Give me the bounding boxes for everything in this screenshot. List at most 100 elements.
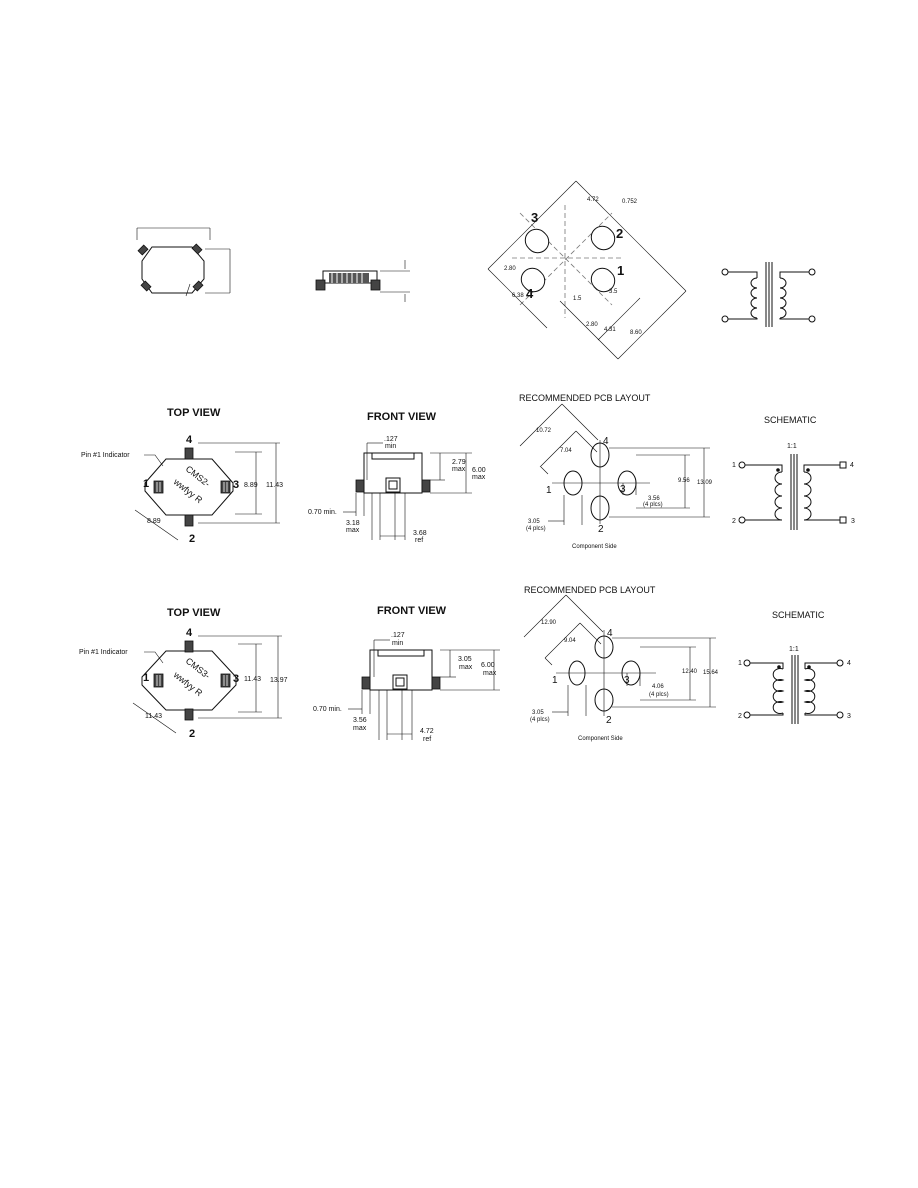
dim-305: 3.05 xyxy=(532,710,544,716)
dim-label: 2.80 xyxy=(504,266,516,272)
pin-3-label: 3 xyxy=(851,518,855,525)
dim-127: .127 xyxy=(391,632,405,639)
dim-diag: 11.43 xyxy=(145,713,162,720)
pin-4-label: 4 xyxy=(526,286,534,301)
row1-top-view xyxy=(136,227,231,297)
dim-inner: 8.89 xyxy=(244,482,258,489)
pin-4-label: 4 xyxy=(607,628,613,639)
dim-472-sub: ref xyxy=(423,736,431,743)
dim-406: 4.06 xyxy=(652,684,664,690)
schematic-title: SCHEMATIC xyxy=(772,610,825,620)
dim-1564: 15.64 xyxy=(703,670,719,676)
dim-diag: 8.89 xyxy=(147,518,161,525)
pin-2-label: 2 xyxy=(732,518,736,525)
pin-4-label: 4 xyxy=(847,660,851,667)
dim-outer: 11.43 xyxy=(266,482,283,489)
front-view-title: FRONT VIEW xyxy=(377,605,447,617)
dim-1072: 10.72 xyxy=(536,428,552,434)
pin-1-label: 1 xyxy=(738,660,742,667)
dim-368-sub: ref xyxy=(415,537,423,544)
row1-front-view xyxy=(315,260,410,302)
dim-600: 6.00 xyxy=(481,662,495,669)
dim-472: 4.72 xyxy=(420,728,434,735)
dim-label: 6.38 xyxy=(512,293,524,299)
pin-3-label: 3 xyxy=(620,484,626,495)
front-view-title: FRONT VIEW xyxy=(367,411,437,423)
top-view-title: TOP VIEW xyxy=(167,607,221,619)
dim-406-sub: (4 plcs) xyxy=(649,692,669,698)
dim-305-sub: (4 plcs) xyxy=(530,717,550,723)
dim-inner: 11.43 xyxy=(244,676,261,683)
dim-318-sub: max xyxy=(346,527,360,534)
pcb-title: RECOMMENDED PCB LAYOUT xyxy=(524,585,656,595)
pin-2-label: 2 xyxy=(598,524,604,535)
dim-356: 3.56 xyxy=(353,717,367,724)
dim-label: 4.72 xyxy=(587,197,599,203)
dim-356: 3.56 xyxy=(648,496,660,502)
pin-1-label: 1 xyxy=(552,675,558,686)
pin-4-label: 4 xyxy=(850,462,854,469)
row3-front-view: FRONT VIEW .127 min 3.05 max 6.00 max 0.… xyxy=(313,605,500,743)
pin-3-label: 3 xyxy=(847,713,851,720)
dim-356-sub: max xyxy=(353,725,367,732)
dim-127-sub: min xyxy=(392,640,403,647)
dim-070: 0.70 min. xyxy=(313,706,342,713)
dim-704: 7.04 xyxy=(560,448,572,454)
dim-label: 4.31 xyxy=(604,327,616,333)
pin-2-label: 2 xyxy=(616,226,623,241)
pin-3-label: 3 xyxy=(531,210,538,225)
dim-600-sub: max xyxy=(472,474,486,481)
dim-279: 2.79 xyxy=(452,459,466,466)
pcb-title: RECOMMENDED PCB LAYOUT xyxy=(519,393,651,403)
dim-318: 3.18 xyxy=(346,520,360,527)
dim-070: 0.70 min. xyxy=(308,509,337,516)
pin-3-label: 3 xyxy=(233,479,239,491)
row1-schematic xyxy=(721,262,816,327)
dim-600: 6.00 xyxy=(472,467,486,474)
dim-outer: 13.97 xyxy=(270,677,288,684)
dim-1309: 13.09 xyxy=(697,480,713,486)
pin-2-label: 2 xyxy=(738,713,742,720)
row3-top-view: TOP VIEW Pin #1 Indicator CMS3- wwfyy R … xyxy=(79,607,288,740)
pin-4-label: 4 xyxy=(603,436,609,447)
pin-1-label: 1 xyxy=(143,478,149,490)
dim-600-sub: max xyxy=(483,670,497,677)
dim-904: 9.04 xyxy=(564,638,576,644)
dim-368: 3.68 xyxy=(413,530,427,537)
dim-label: 1.5 xyxy=(573,296,582,302)
row3-pcb-layout: RECOMMENDED PCB LAYOUT 12.90 9.04 12.40 … xyxy=(523,585,719,742)
dim-956: 9.56 xyxy=(678,478,690,484)
row1-rotated-pcb: 3 2 4 1 4.72 0.752 2.80 6.38 1.5 3.5 2.8… xyxy=(487,180,687,360)
turns-ratio: 1:1 xyxy=(789,646,799,653)
dim-1240: 12.40 xyxy=(682,669,698,675)
pin-3-label: 3 xyxy=(624,675,630,686)
schematic-title: SCHEMATIC xyxy=(764,415,817,425)
dim-127-sub: min xyxy=(385,443,396,450)
dim-356-sub: (4 plcs) xyxy=(643,502,663,508)
dim-label: 0.752 xyxy=(622,199,638,205)
dim-305-sub: (4 plcs) xyxy=(526,526,546,532)
pin-2-label: 2 xyxy=(189,728,195,740)
turns-ratio: 1:1 xyxy=(787,443,797,450)
pin-3-label: 3 xyxy=(233,673,239,685)
row2-pcb-layout: RECOMMENDED PCB LAYOUT 10.72 7.04 9.56 1… xyxy=(519,393,713,550)
pin-2-label: 2 xyxy=(606,715,612,726)
dim-127: .127 xyxy=(384,436,398,443)
pin-4-label: 4 xyxy=(186,434,193,446)
dim-305: 3.05 xyxy=(458,656,472,663)
pin-indicator-label: Pin #1 Indicator xyxy=(81,452,130,459)
component-side-label: Component Side xyxy=(572,544,617,550)
pin-1-label: 1 xyxy=(546,485,552,496)
pin-1-label: 1 xyxy=(143,672,149,684)
dim-label: 3.5 xyxy=(609,289,618,295)
row2-top-view: TOP VIEW Pin #1 Indicator CMS2- wwfyy R … xyxy=(81,407,283,545)
pin-indicator-label: Pin #1 Indicator xyxy=(79,649,128,656)
row3-schematic: SCHEMATIC 1:1 1 2 4 3 xyxy=(738,610,851,724)
pin-4-label: 4 xyxy=(186,627,193,639)
component-side-label: Component Side xyxy=(578,736,623,742)
dim-1290: 12.90 xyxy=(541,620,557,626)
dim-label: 2.80 xyxy=(586,322,598,328)
dim-305-sub: max xyxy=(459,664,473,671)
top-view-title: TOP VIEW xyxy=(167,407,221,419)
